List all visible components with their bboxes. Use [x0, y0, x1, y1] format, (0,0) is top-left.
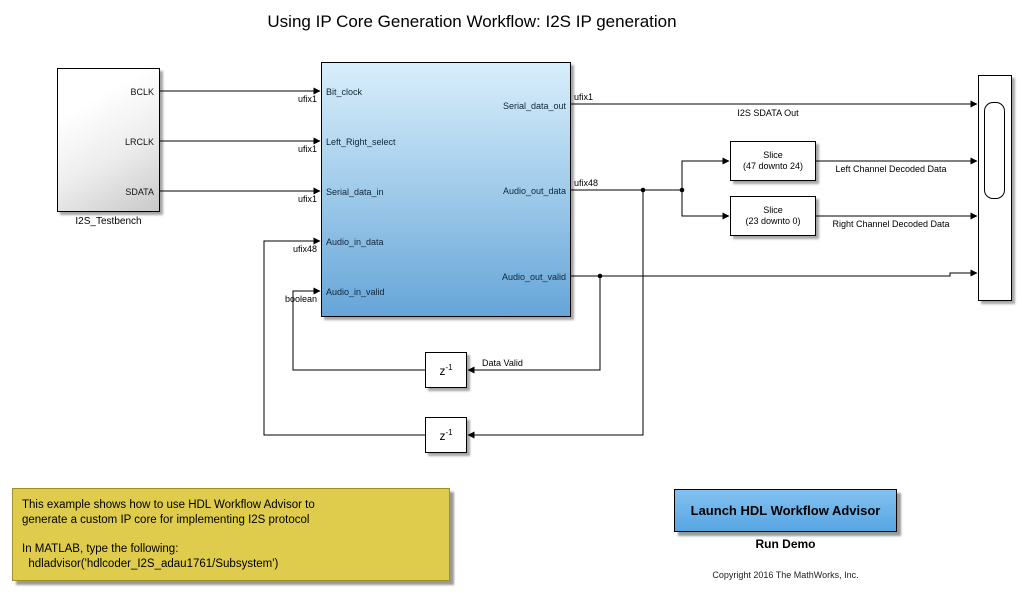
port-sdata: SDATA: [125, 187, 154, 197]
i2s-subsystem-block[interactable]: Bit_clock Left_Right_select Serial_data_…: [321, 62, 571, 317]
signal-label-right-channel: Right Channel Decoded Data: [832, 219, 950, 229]
scope-block[interactable]: [978, 75, 1012, 301]
inport-serial-data-in: Serial_data_in: [326, 187, 384, 197]
signal-label-i2s-sdata-out: I2S SDATA Out: [737, 108, 799, 118]
signal-label-data-valid: Data Valid: [482, 358, 523, 368]
port-lrclk: LRCLK: [124, 137, 154, 147]
launch-hdl-workflow-advisor-button[interactable]: Launch HDL Workflow Advisor: [674, 489, 897, 532]
testbench-block[interactable]: BCLK LRCLK SDATA: [57, 68, 160, 212]
outport-audio-out-data: Audio_out_data: [502, 186, 566, 196]
outport-audio-out-valid: Audio_out_valid: [501, 272, 566, 282]
signal-label-boolean: boolean: [284, 294, 317, 304]
signal-label-ufix48: ufix48: [292, 244, 317, 254]
signal-label-ufix48: ufix48: [574, 178, 599, 188]
port-bclk: BCLK: [130, 87, 154, 97]
slice-range: (23 downto 0): [745, 216, 801, 226]
slice-name: Slice: [763, 150, 783, 160]
inport-bit-clock: Bit_clock: [326, 87, 363, 97]
inport-left-right-select: Left_Right_select: [326, 137, 396, 147]
slice-name: Slice: [763, 205, 783, 215]
run-demo-label: Run Demo: [755, 537, 816, 551]
slice-block-left-channel[interactable]: Slice (47 downto 24): [730, 141, 816, 181]
unit-delay-icon: z-1: [439, 362, 453, 378]
annotation-line: hdladvisor('hdlcoder_I2S_adau1761/Subsys…: [22, 558, 279, 570]
inport-audio-in-valid: Audio_in_valid: [326, 287, 385, 297]
junction-dot: [640, 187, 646, 193]
wire-branch-slice-top[interactable]: [681, 157, 730, 190]
signal-label-ufix1: ufix1: [297, 94, 317, 104]
signal-label-left-channel: Left Channel Decoded Data: [835, 164, 947, 174]
inport-audio-in-data: Audio_in_data: [326, 237, 384, 247]
description-annotation: This example shows how to use HDL Workfl…: [12, 488, 450, 581]
annotation-line: In MATLAB, type the following:: [22, 543, 179, 555]
annotation-gap: [22, 528, 449, 542]
copyright-text: Copyright 2016 The MathWorks, Inc.: [712, 570, 859, 580]
signal-label-ufix1: ufix1: [297, 194, 317, 204]
outport-serial-data-out: Serial_data_out: [502, 101, 566, 111]
model-title: Using IP Core Generation Workflow: I2S I…: [267, 12, 677, 31]
signal-label-ufix1: ufix1: [574, 92, 594, 102]
unit-delay-block-audio-data[interactable]: z-1: [425, 417, 467, 453]
scope-screen-icon: [984, 102, 1005, 199]
wire-branch-slice-bottom[interactable]: [681, 190, 730, 220]
wire-audio-out-valid[interactable]: [571, 269, 978, 277]
junction-dot: [597, 273, 603, 279]
annotation-line: This example shows how to use HDL Workfl…: [22, 499, 315, 511]
unit-delay-block-data-valid[interactable]: z-1: [425, 352, 467, 388]
signal-label-ufix1: ufix1: [297, 144, 317, 154]
annotation-line: generate a custom IP core for implementi…: [22, 514, 310, 526]
slice-range: (47 downto 24): [742, 161, 804, 171]
unit-delay-icon: z-1: [439, 427, 453, 443]
testbench-label: I2S_Testbench: [75, 216, 142, 227]
launch-button-label: Launch HDL Workflow Advisor: [690, 503, 881, 518]
slice-block-right-channel[interactable]: Slice (23 downto 0): [730, 196, 816, 236]
junction-dot: [679, 187, 685, 193]
